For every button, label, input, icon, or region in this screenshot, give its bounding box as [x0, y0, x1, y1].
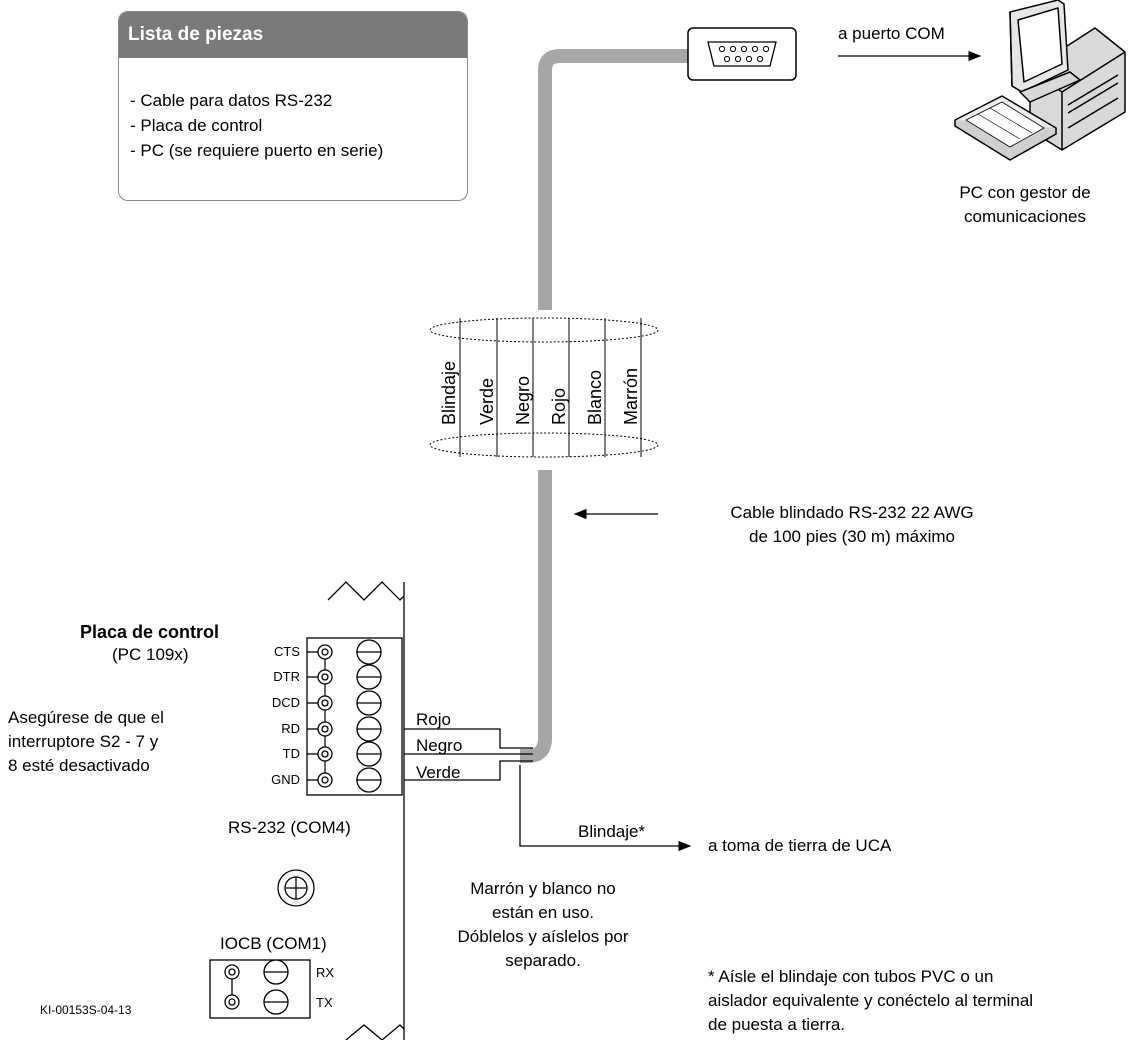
rs232-port-label: RS-232 (COM4)	[228, 818, 351, 837]
pin-label-dcd: DCD	[271, 695, 300, 710]
pin-label-rx: RX	[316, 965, 335, 980]
unused-note-line: separado.	[505, 951, 581, 970]
mounting-hole-icon	[277, 869, 315, 907]
pin-label-rd: RD	[281, 721, 300, 736]
parts-list-item: - PC (se requiere puerto en serie)	[130, 141, 384, 160]
control-board	[327, 581, 405, 1040]
cable-lower	[520, 470, 552, 763]
parts-list-item: - Cable para datos RS-232	[130, 91, 333, 110]
bundle-wire-negro: Negro	[513, 376, 533, 425]
bundle-wire-blanco: Blanco	[585, 370, 605, 425]
footnote: * Aísle el blindaje con tubos PVC o un a…	[708, 965, 1033, 1037]
parts-list-item: - Placa de control	[130, 116, 263, 135]
board-model: (PC 109x)	[112, 645, 189, 664]
pin-label-cts: CTS	[274, 644, 300, 659]
bundle-wire-verde: Verde	[477, 378, 497, 425]
switch-note-line: 8 esté desactivado	[8, 756, 150, 775]
document-id: KI-00153S-04-13	[40, 1003, 132, 1017]
switch-note-line: interruptore S2 - 7 y	[8, 732, 159, 751]
pin-label-dtr: DTR	[273, 669, 300, 684]
unused-note-line: Dóblelos y aíslelos por	[457, 927, 629, 946]
pc-caption-line: PC con gestor de	[959, 183, 1091, 202]
bundle-wire-blindaje: Blindaje	[439, 361, 459, 425]
unused-wires-note: Marrón y blanco no están en uso. Dóblelo…	[418, 877, 668, 973]
cable-upper	[538, 49, 688, 310]
footnote-line: aislador equivalente y conéctelo al term…	[708, 991, 1034, 1010]
pc-computer-icon	[954, 0, 1126, 161]
com-port-label: a puerto COM	[838, 24, 945, 43]
wire-label-verde: Verde	[416, 763, 461, 782]
footnote-line: de puesta a tierra.	[708, 1015, 846, 1034]
parts-list: - Cable para datos RS-232 - Placa de con…	[130, 88, 383, 163]
unused-note-line: están en uso.	[491, 903, 595, 922]
pc-caption: PC con gestor de comunicaciones	[920, 181, 1130, 229]
switch-note: Asegúrese de que el interruptore S2 - 7 …	[8, 706, 164, 778]
parts-list-box: Lista de piezas - Cable para datos RS-23…	[118, 11, 468, 201]
wire-label-negro: Negro	[416, 736, 463, 755]
ground-label: a toma de tierra de UCA	[708, 836, 892, 855]
board-title: Placa de control	[80, 622, 220, 642]
cable-bundle	[429, 317, 659, 458]
pin-label-gnd: GND	[271, 772, 300, 787]
pin-label-td: TD	[282, 746, 300, 761]
iocb-port-label: IOCB (COM1)	[220, 934, 327, 953]
parts-list-title: Lista de piezas	[119, 12, 467, 58]
wire-connections	[404, 728, 692, 852]
cable-spec-line: de 100 pies (30 m) máximo	[749, 527, 955, 546]
switch-note-line: Asegúrese de que el	[8, 708, 164, 727]
bundle-wire-marron: Marrón	[621, 368, 641, 425]
cable-spec-label: Cable blindado RS-232 22 AWG de 100 pies…	[672, 501, 1032, 549]
footnote-line: * Aísle el blindaje con tubos PVC o un	[708, 967, 994, 986]
pin-label-tx: TX	[316, 995, 333, 1010]
pc-caption-line: comunicaciones	[964, 207, 1086, 226]
unused-note-line: Marrón y blanco no	[470, 879, 616, 898]
bundle-wire-rojo: Rojo	[549, 388, 569, 425]
wire-label-rojo: Rojo	[416, 710, 451, 729]
db9-connector-icon	[687, 27, 797, 81]
rs232-terminal-block	[306, 637, 403, 796]
cable-spec-line: Cable blindado RS-232 22 AWG	[730, 503, 974, 522]
shield-label: Blindaje*	[578, 822, 646, 841]
iocb-terminal-block	[209, 959, 311, 1019]
